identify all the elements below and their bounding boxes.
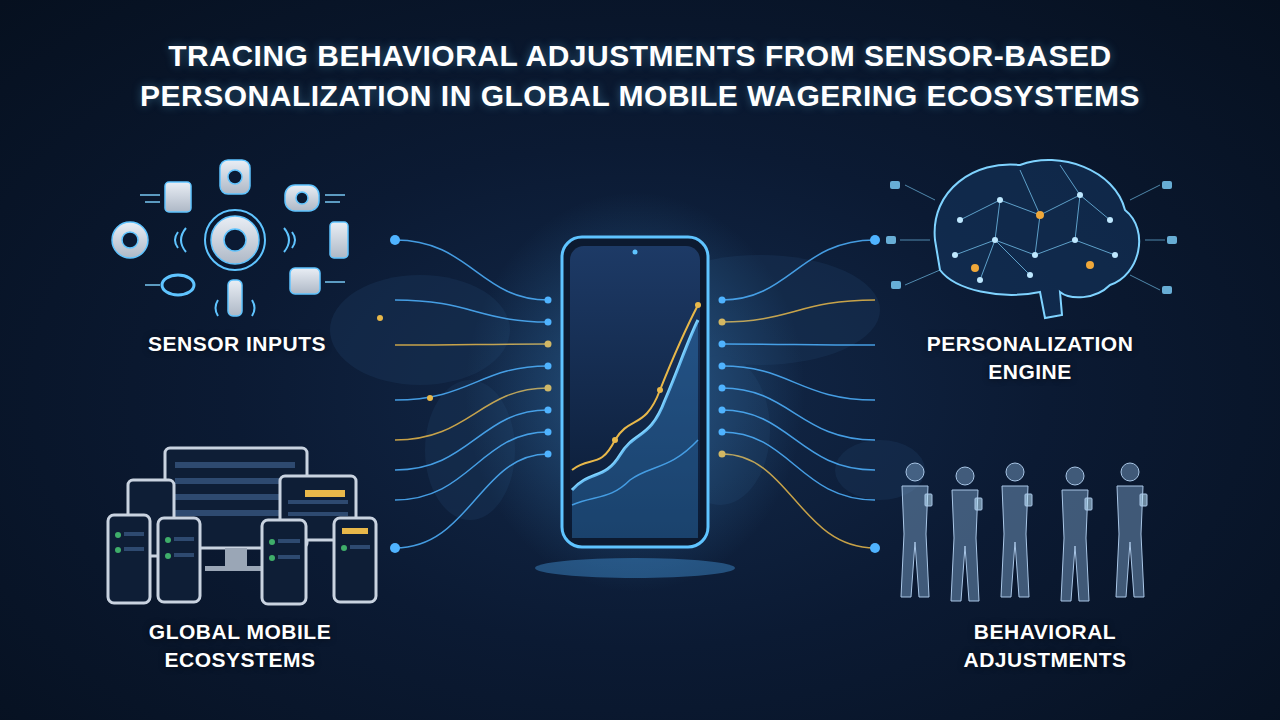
- spark-dot: [427, 395, 433, 401]
- section-label: SENSOR INPUTS: [87, 330, 387, 358]
- section-label: GLOBAL MOBILE ECOSYSTEMS: [110, 618, 370, 674]
- person-phone: [1140, 494, 1147, 506]
- phone-illustration: [465, 192, 805, 592]
- person-head: [1006, 463, 1024, 481]
- end-dot: [870, 235, 880, 245]
- section-label: BEHAVIORAL ADJUSTMENTS: [925, 618, 1165, 674]
- end-dot: [390, 543, 400, 553]
- end-dot: [870, 543, 880, 553]
- people-silhouettes: [901, 463, 1147, 601]
- person-head: [1066, 467, 1084, 485]
- person-head: [906, 463, 924, 481]
- section-label: PERSONALIZATION ENGINE: [900, 330, 1160, 386]
- person-phone: [975, 498, 982, 510]
- device-screens: [108, 448, 376, 604]
- person-phone: [925, 494, 932, 506]
- end-dot: [390, 235, 400, 245]
- diagram-title: TRACING BEHAVIORAL ADJUSTMENTS FROM SENS…: [70, 36, 1210, 116]
- person-head: [1121, 463, 1139, 481]
- spark-dot: [377, 315, 383, 321]
- person-head: [956, 467, 974, 485]
- person-phone: [1025, 494, 1032, 506]
- brain-network: [886, 160, 1177, 318]
- person-phone: [1085, 498, 1092, 510]
- sensor-icons: [112, 160, 348, 316]
